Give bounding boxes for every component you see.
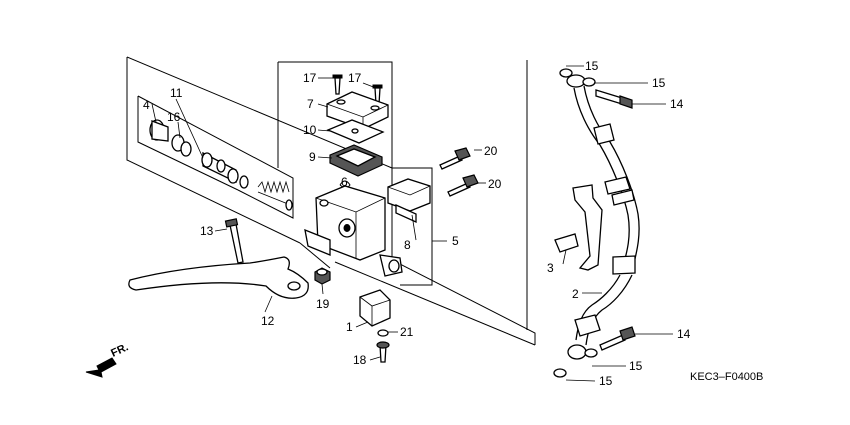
callout-label: 3 bbox=[547, 261, 554, 275]
callout-label: 10 bbox=[303, 123, 317, 137]
diagram-code: KEC3–F0400B bbox=[690, 371, 763, 383]
piston-parts bbox=[149, 119, 293, 211]
callout-label: 15 bbox=[585, 59, 599, 73]
direction-label: FR. bbox=[109, 341, 130, 359]
callout-label: 15 bbox=[629, 359, 643, 373]
callout-label: 19 bbox=[316, 297, 330, 311]
callout-label: 5 bbox=[452, 234, 459, 248]
bolts-20 bbox=[439, 147, 479, 197]
callout-label: 6 bbox=[341, 175, 348, 189]
brake-lever bbox=[128, 218, 331, 299]
callout-label: 14 bbox=[677, 327, 691, 341]
callout-label: 9 bbox=[309, 150, 316, 164]
callout-label: 7 bbox=[307, 97, 314, 111]
leader-lines bbox=[151, 65, 673, 382]
arrow-icon bbox=[85, 357, 117, 378]
callout-label: 13 bbox=[200, 224, 214, 238]
callout-label: 12 bbox=[261, 314, 275, 328]
brake-switch bbox=[359, 289, 391, 363]
callout-label: 4 bbox=[143, 98, 150, 112]
callout-label: 1 bbox=[346, 320, 353, 334]
master-cylinder-body bbox=[304, 178, 431, 277]
callout-label: 20 bbox=[488, 177, 502, 191]
brake-hose-assembly bbox=[553, 68, 640, 378]
callout-label: 17 bbox=[303, 71, 317, 85]
callout-label: 8 bbox=[404, 238, 411, 252]
callout-label: 17 bbox=[348, 71, 362, 85]
callout-label: 14 bbox=[670, 97, 684, 111]
callout-label: 2 bbox=[572, 287, 579, 301]
callout-label: 16 bbox=[167, 110, 181, 124]
front-direction-arrow: FR. bbox=[85, 341, 130, 378]
reservoir-parts bbox=[326, 74, 389, 188]
callout-labels: 1 2 3 4 5 6 7 8 9 10 11 12 13 14 14 15 1… bbox=[143, 59, 691, 388]
callout-label: 21 bbox=[400, 325, 414, 339]
callout-label: 20 bbox=[484, 144, 498, 158]
callout-label: 18 bbox=[353, 353, 367, 367]
callout-label: 11 bbox=[170, 86, 183, 100]
callout-label: 15 bbox=[652, 76, 666, 90]
callout-label: 15 bbox=[599, 374, 613, 388]
